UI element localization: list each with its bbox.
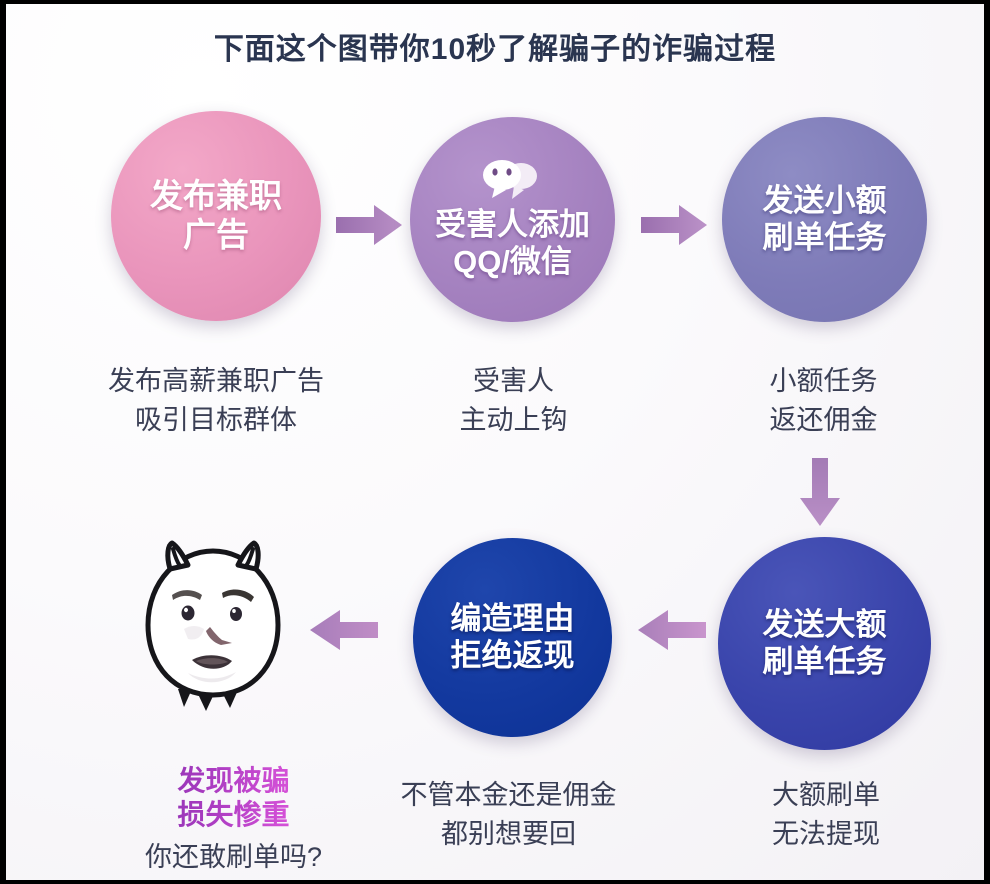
- flow-node-large-task: 发送大额 刷单任务: [718, 537, 931, 750]
- caption-small-task: 小额任务 返还佣金: [706, 362, 941, 440]
- caption-victim: 受害人 主动上钩: [396, 362, 631, 440]
- node-post-ad-line2: 广告: [183, 216, 249, 253]
- node-large-task-line2: 刷单任务: [762, 643, 887, 679]
- node-refuse-refund-line1: 编造理由: [450, 600, 575, 636]
- caption-refuse-refund-line2: 都别想要回: [441, 819, 576, 850]
- flow-node-small-task: 发送小额 刷单任务: [722, 117, 927, 322]
- node-refuse-refund-line2: 拒绝返现: [450, 637, 575, 673]
- caption-large-task-line1: 大额刷单: [772, 780, 880, 810]
- caption-post-ad-line2: 吸引目标群体: [135, 405, 297, 436]
- caption-refuse-refund-line1: 不管本金还是佣金: [400, 780, 617, 810]
- flow-node-refuse-refund: 编造理由 拒绝返现: [413, 538, 612, 737]
- node-small-task-line1: 发送小额: [762, 182, 887, 218]
- angry-cat-meme-icon: [126, 537, 301, 717]
- node-small-task-line2: 刷单任务: [762, 219, 887, 255]
- caption-large-task-line2: 无法提现: [772, 819, 880, 850]
- arrow-down-icon-small-to-large: [796, 456, 844, 528]
- node-large-task-line1: 发送大额: [762, 606, 887, 642]
- node-add-qq-wechat-line2: QQ/微信: [453, 243, 572, 279]
- final-warning-line1: 发现被骗: [101, 764, 366, 798]
- caption-refuse-refund: 不管本金还是佣金 都别想要回: [336, 776, 681, 854]
- wechat-icon: [478, 159, 548, 205]
- caption-post-ad-line1: 发布高薪兼职广告: [108, 366, 324, 396]
- node-post-ad-line1: 发布兼职: [150, 177, 282, 215]
- flow-node-add-qq-wechat: 受害人添加 QQ/微信: [410, 117, 615, 322]
- final-question: 你还敢刷单吗?: [144, 842, 323, 873]
- caption-post-ad: 发布高薪兼职广告 吸引目标群体: [41, 362, 391, 440]
- caption-small-task-line2: 返还佣金: [769, 405, 878, 436]
- caption-victim-line2: 主动上钩: [459, 405, 568, 436]
- page-title: 下面这个图带你10秒了解骗子的诈骗过程: [213, 33, 777, 66]
- caption-victim-line1: 受害人: [473, 366, 554, 396]
- caption-large-task: 大额刷单 无法提现: [706, 776, 946, 854]
- caption-small-task-line1: 小额任务: [769, 366, 878, 396]
- flow-node-post-ad: 发布兼职 广告: [111, 111, 321, 321]
- final-warning: 发现被骗 损失惨重 你还敢刷单吗?: [101, 764, 366, 874]
- arrow-right-icon-add-to-small: [639, 201, 709, 249]
- node-add-qq-wechat-line1: 受害人添加: [435, 206, 590, 242]
- final-warning-line2: 损失惨重: [101, 798, 366, 832]
- arrow-left-icon-large-to-refuse: [634, 606, 708, 654]
- arrow-right-icon-post-to-add: [334, 201, 404, 249]
- arrow-left-icon-refuse-to-victim: [306, 606, 380, 654]
